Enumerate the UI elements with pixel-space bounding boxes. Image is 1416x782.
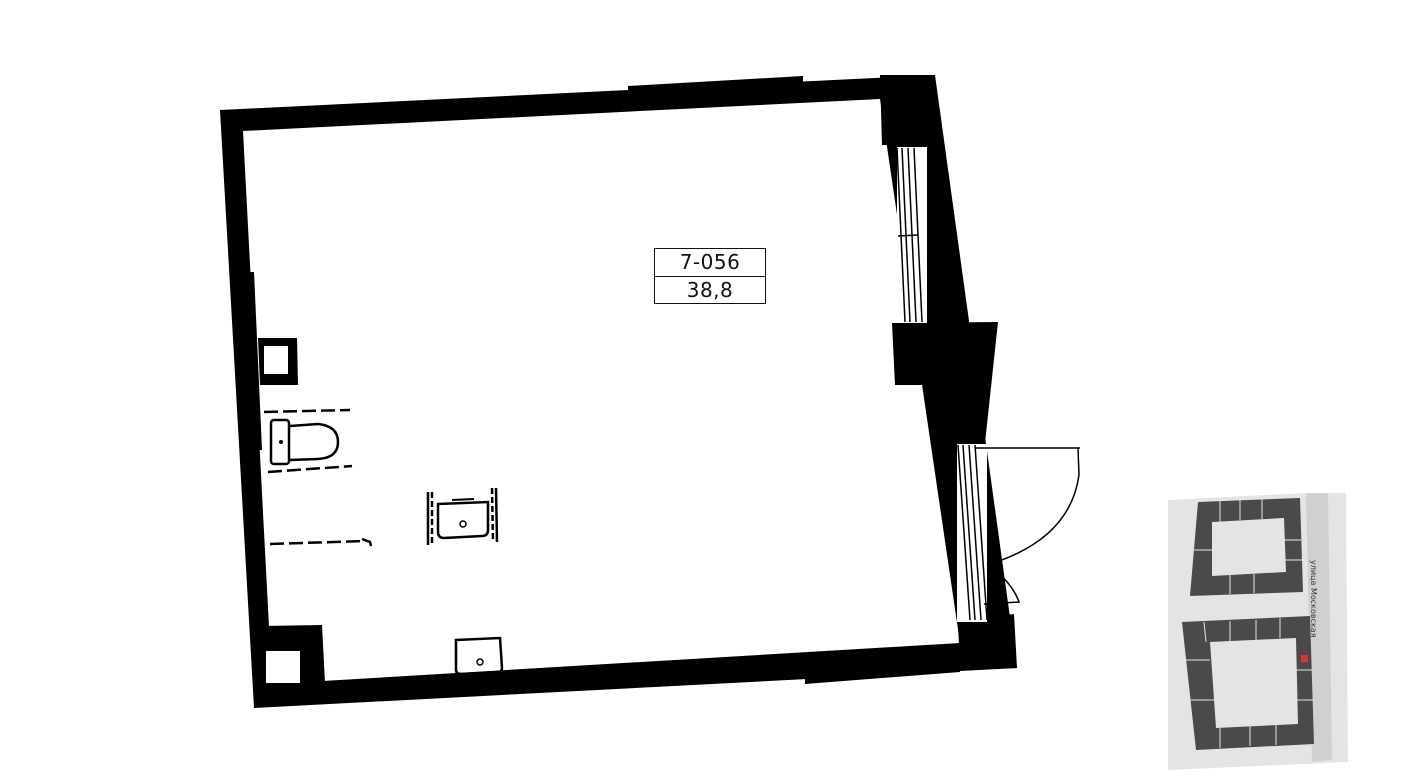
outer-wall xyxy=(220,75,1017,708)
grab-bar xyxy=(269,537,373,547)
window xyxy=(896,147,927,323)
bottom-left-column-hole xyxy=(266,651,300,683)
building-block-south xyxy=(1182,616,1314,750)
left-column-hole xyxy=(264,346,288,374)
unit-label-box: 7-056 38,8 xyxy=(654,248,766,304)
site-plan xyxy=(1168,493,1348,770)
unit-number: 7-056 xyxy=(655,249,765,277)
sink-1 xyxy=(426,487,499,545)
top-right-pier xyxy=(880,75,937,145)
unit-area: 38,8 xyxy=(686,278,734,302)
toilet xyxy=(263,408,353,474)
street-name-label: улица Московская xyxy=(1309,560,1318,638)
right-pier xyxy=(892,322,998,443)
entrance-door[interactable] xyxy=(957,444,1080,622)
top-wall-thick xyxy=(628,76,803,99)
bottom-right-pier xyxy=(958,614,1017,670)
sink-2 xyxy=(453,636,505,678)
left-wall-thick xyxy=(236,272,262,450)
highlighted-unit-marker xyxy=(1301,655,1308,662)
bottom-wall-thick xyxy=(805,650,960,684)
street xyxy=(1306,493,1332,762)
building-block-north xyxy=(1190,498,1303,596)
